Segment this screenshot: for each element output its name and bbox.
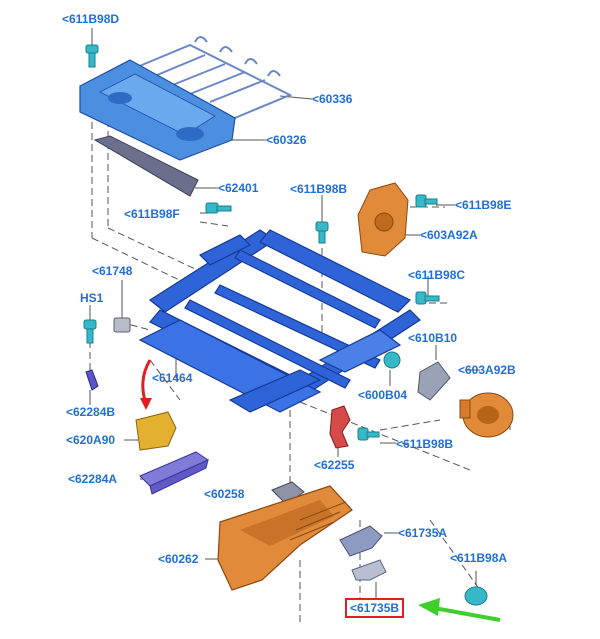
- label-62255: <62255: [314, 458, 355, 472]
- bracket-62255: [329, 405, 351, 449]
- label-62284B: <62284B: [66, 405, 116, 419]
- green-pointer-arrow: [418, 598, 501, 622]
- fasteners: [83, 44, 488, 606]
- bracket-610B10: [417, 361, 451, 401]
- label-611B98B-lower: <611B98B: [396, 437, 454, 451]
- label-611B98D: <611B98D: [62, 12, 120, 26]
- label-60336: <60336: [312, 92, 353, 106]
- hinge-60258: [271, 481, 305, 505]
- label-62401: <62401: [218, 181, 259, 195]
- cover-620A90: [135, 411, 177, 451]
- label-62284A: <62284A: [68, 472, 118, 486]
- bolt-611B98A: [464, 586, 488, 606]
- motor-603A92B: [459, 392, 514, 438]
- label-603A92B: <603A92B: [458, 363, 516, 377]
- seat-frame-61464: [138, 229, 421, 413]
- label-611B98C: <611B98C: [408, 268, 466, 282]
- bolt-611B98D: [85, 44, 99, 68]
- label-600B04: <600B04: [358, 388, 408, 402]
- cover-62284A: [139, 451, 210, 495]
- label-60326: <60326: [266, 133, 307, 147]
- bracket-61735B: [351, 559, 387, 581]
- label-620A90: <620A90: [66, 433, 116, 447]
- label-611B98A: <611B98A: [450, 551, 508, 565]
- trim-bar-62401: [93, 135, 199, 197]
- seat-pan-60326: [79, 59, 236, 161]
- bolt-HS1: [83, 319, 97, 344]
- bolt-611B98E: [415, 194, 438, 208]
- label-61748: <61748: [92, 264, 133, 278]
- module-61748: [113, 317, 131, 333]
- label-61735A: <61735A: [398, 526, 448, 540]
- label-610B10: <610B10: [408, 331, 458, 345]
- label-611B98E: <611B98E: [455, 198, 512, 212]
- bolt-611B98F: [205, 202, 232, 214]
- bolt-611B98C: [415, 291, 440, 305]
- tray-60262: [217, 485, 353, 591]
- label-611B98F: <611B98F: [124, 207, 180, 221]
- label-611B98B: <611B98B: [290, 182, 348, 196]
- label-61735B-highlighted: <61735B: [345, 598, 405, 618]
- bolt-600B04: [383, 351, 401, 369]
- label-60262: <60262: [158, 552, 199, 566]
- label-HS1: HS1: [80, 291, 104, 305]
- clip-62284B: [85, 369, 99, 391]
- bolt-611B98B-lower: [357, 427, 380, 441]
- bracket-603A92A: [357, 182, 409, 257]
- label-60258: <60258: [204, 487, 245, 501]
- bracket-61735A: [339, 525, 383, 557]
- label-603A92A: <603A92A: [420, 228, 478, 242]
- label-61464: <61464: [152, 371, 193, 385]
- red-direction-arrow: [140, 359, 152, 410]
- bolt-611B98B: [315, 221, 329, 244]
